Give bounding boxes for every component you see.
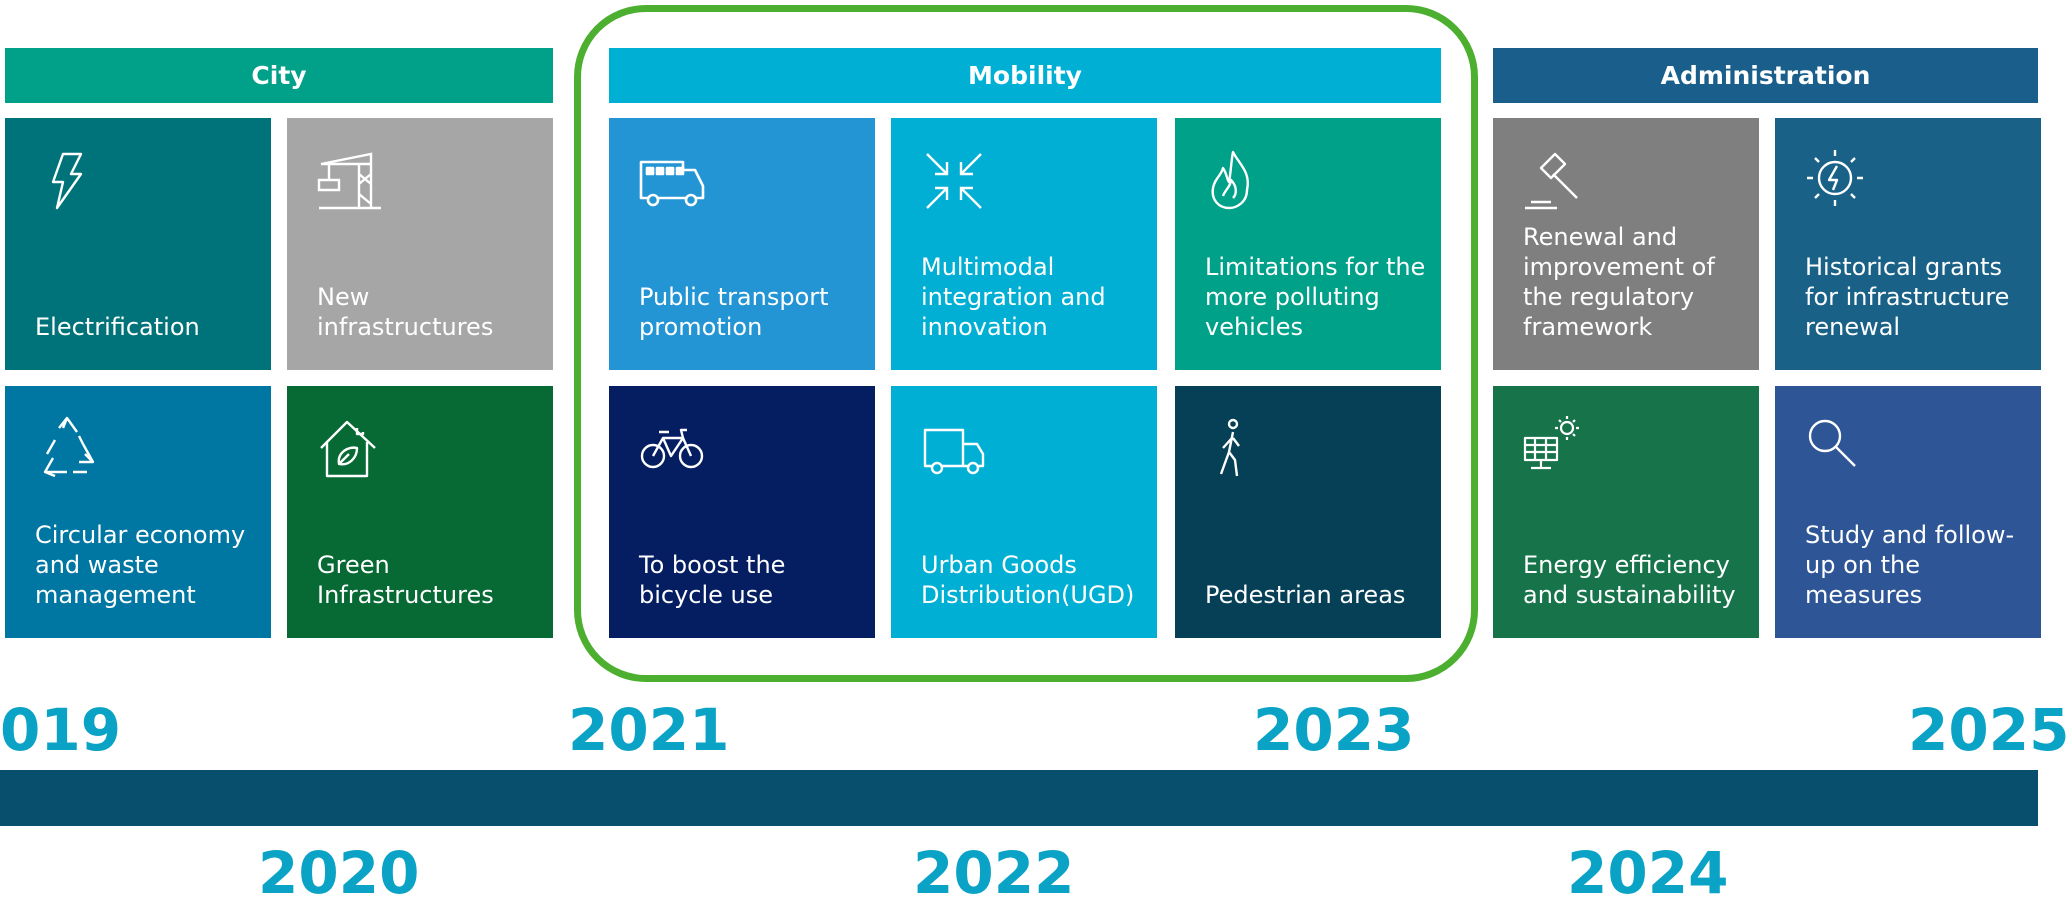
tile-regulatory-framework: Renewal and improvement of the regulator…	[1493, 118, 1759, 370]
year-label-top-2025: 2025	[1908, 696, 2069, 764]
tile-label: New infrastructures	[317, 283, 494, 341]
tile-label: Urban Goods Distribution(UGD)	[921, 551, 1135, 609]
tile-label: To boost the bicycle use	[639, 551, 786, 609]
city-header-title: City	[251, 61, 307, 90]
tile-label: Green Infrastructures	[317, 551, 494, 609]
tile-label: Circular economy and waste management	[35, 521, 246, 609]
tile-bicycle: To boost the bicycle use	[609, 386, 875, 638]
tile-circular-economy: Circular economy and waste management	[5, 386, 271, 638]
tile-pedestrian: Pedestrian areas	[1175, 386, 1441, 638]
timeline-bar	[0, 770, 2038, 826]
tile-multimodal: Multimodal integration and innovation	[891, 118, 1157, 370]
tile-label: Study and follow-up on the measures	[1805, 521, 2015, 609]
gavel-icon	[1521, 146, 1591, 216]
year-label-top-2019: 019	[0, 696, 122, 764]
tile-label: Renewal and improvement of the regulator…	[1523, 223, 1715, 341]
city-header: City	[5, 48, 553, 103]
mobility-highlight-frame	[574, 5, 1478, 682]
tile-public-transport: Public transport promotion	[609, 118, 875, 370]
bus-icon	[637, 146, 707, 216]
tile-label: Historical grants for infrastructure ren…	[1805, 253, 2010, 341]
year-label-top-2021: 2021	[568, 696, 730, 764]
year-label-bottom-2022: 2022	[913, 839, 1075, 907]
tile-green-infrastructures: Green Infrastructures	[287, 386, 553, 638]
mobility-header: Mobility	[609, 48, 1441, 103]
tile-polluting-vehicles: Limitations for the more polluting vehic…	[1175, 118, 1441, 370]
tile-study-follow-up: Study and follow-up on the measures	[1775, 386, 2041, 638]
tile-label: Pedestrian areas	[1205, 581, 1406, 609]
flame-icon	[1203, 146, 1273, 216]
tile-historical-grants: Historical grants for infrastructure ren…	[1775, 118, 2041, 370]
tile-label: Multimodal integration and innovation	[921, 253, 1106, 341]
tile-label: Energy efficiency and sustainability	[1523, 551, 1736, 609]
tile-new-infrastructures: New infrastructures	[287, 118, 553, 370]
tile-label: Electrification	[35, 313, 200, 341]
tile-electrification: Electrification	[5, 118, 271, 370]
solar-panel-icon	[1521, 414, 1591, 484]
truck-icon	[919, 414, 989, 484]
year-label-bottom-2024: 2024	[1567, 839, 1729, 907]
crane-icon	[315, 146, 385, 216]
year-label-bottom-2020: 2020	[258, 839, 420, 907]
tile-urban-goods: Urban Goods Distribution(UGD)	[891, 386, 1157, 638]
administration-header: Administration	[1493, 48, 2038, 103]
eco-house-icon	[315, 414, 385, 484]
power-sun-icon	[1803, 146, 1873, 216]
year-label-top-2023: 2023	[1253, 696, 1415, 764]
magnifier-icon	[1803, 414, 1873, 484]
converge-arrows-icon	[919, 146, 989, 216]
tile-energy-efficiency: Energy efficiency and sustainability	[1493, 386, 1759, 638]
recycle-icon	[33, 414, 103, 484]
pedestrian-icon	[1203, 414, 1273, 484]
tile-label: Limitations for the more polluting vehic…	[1205, 253, 1426, 341]
mobility-header-title: Mobility	[968, 61, 1082, 90]
bicycle-icon	[637, 414, 707, 484]
lightning-icon	[33, 146, 103, 216]
tile-label: Public transport promotion	[639, 283, 829, 341]
administration-header-title: Administration	[1660, 61, 1871, 90]
